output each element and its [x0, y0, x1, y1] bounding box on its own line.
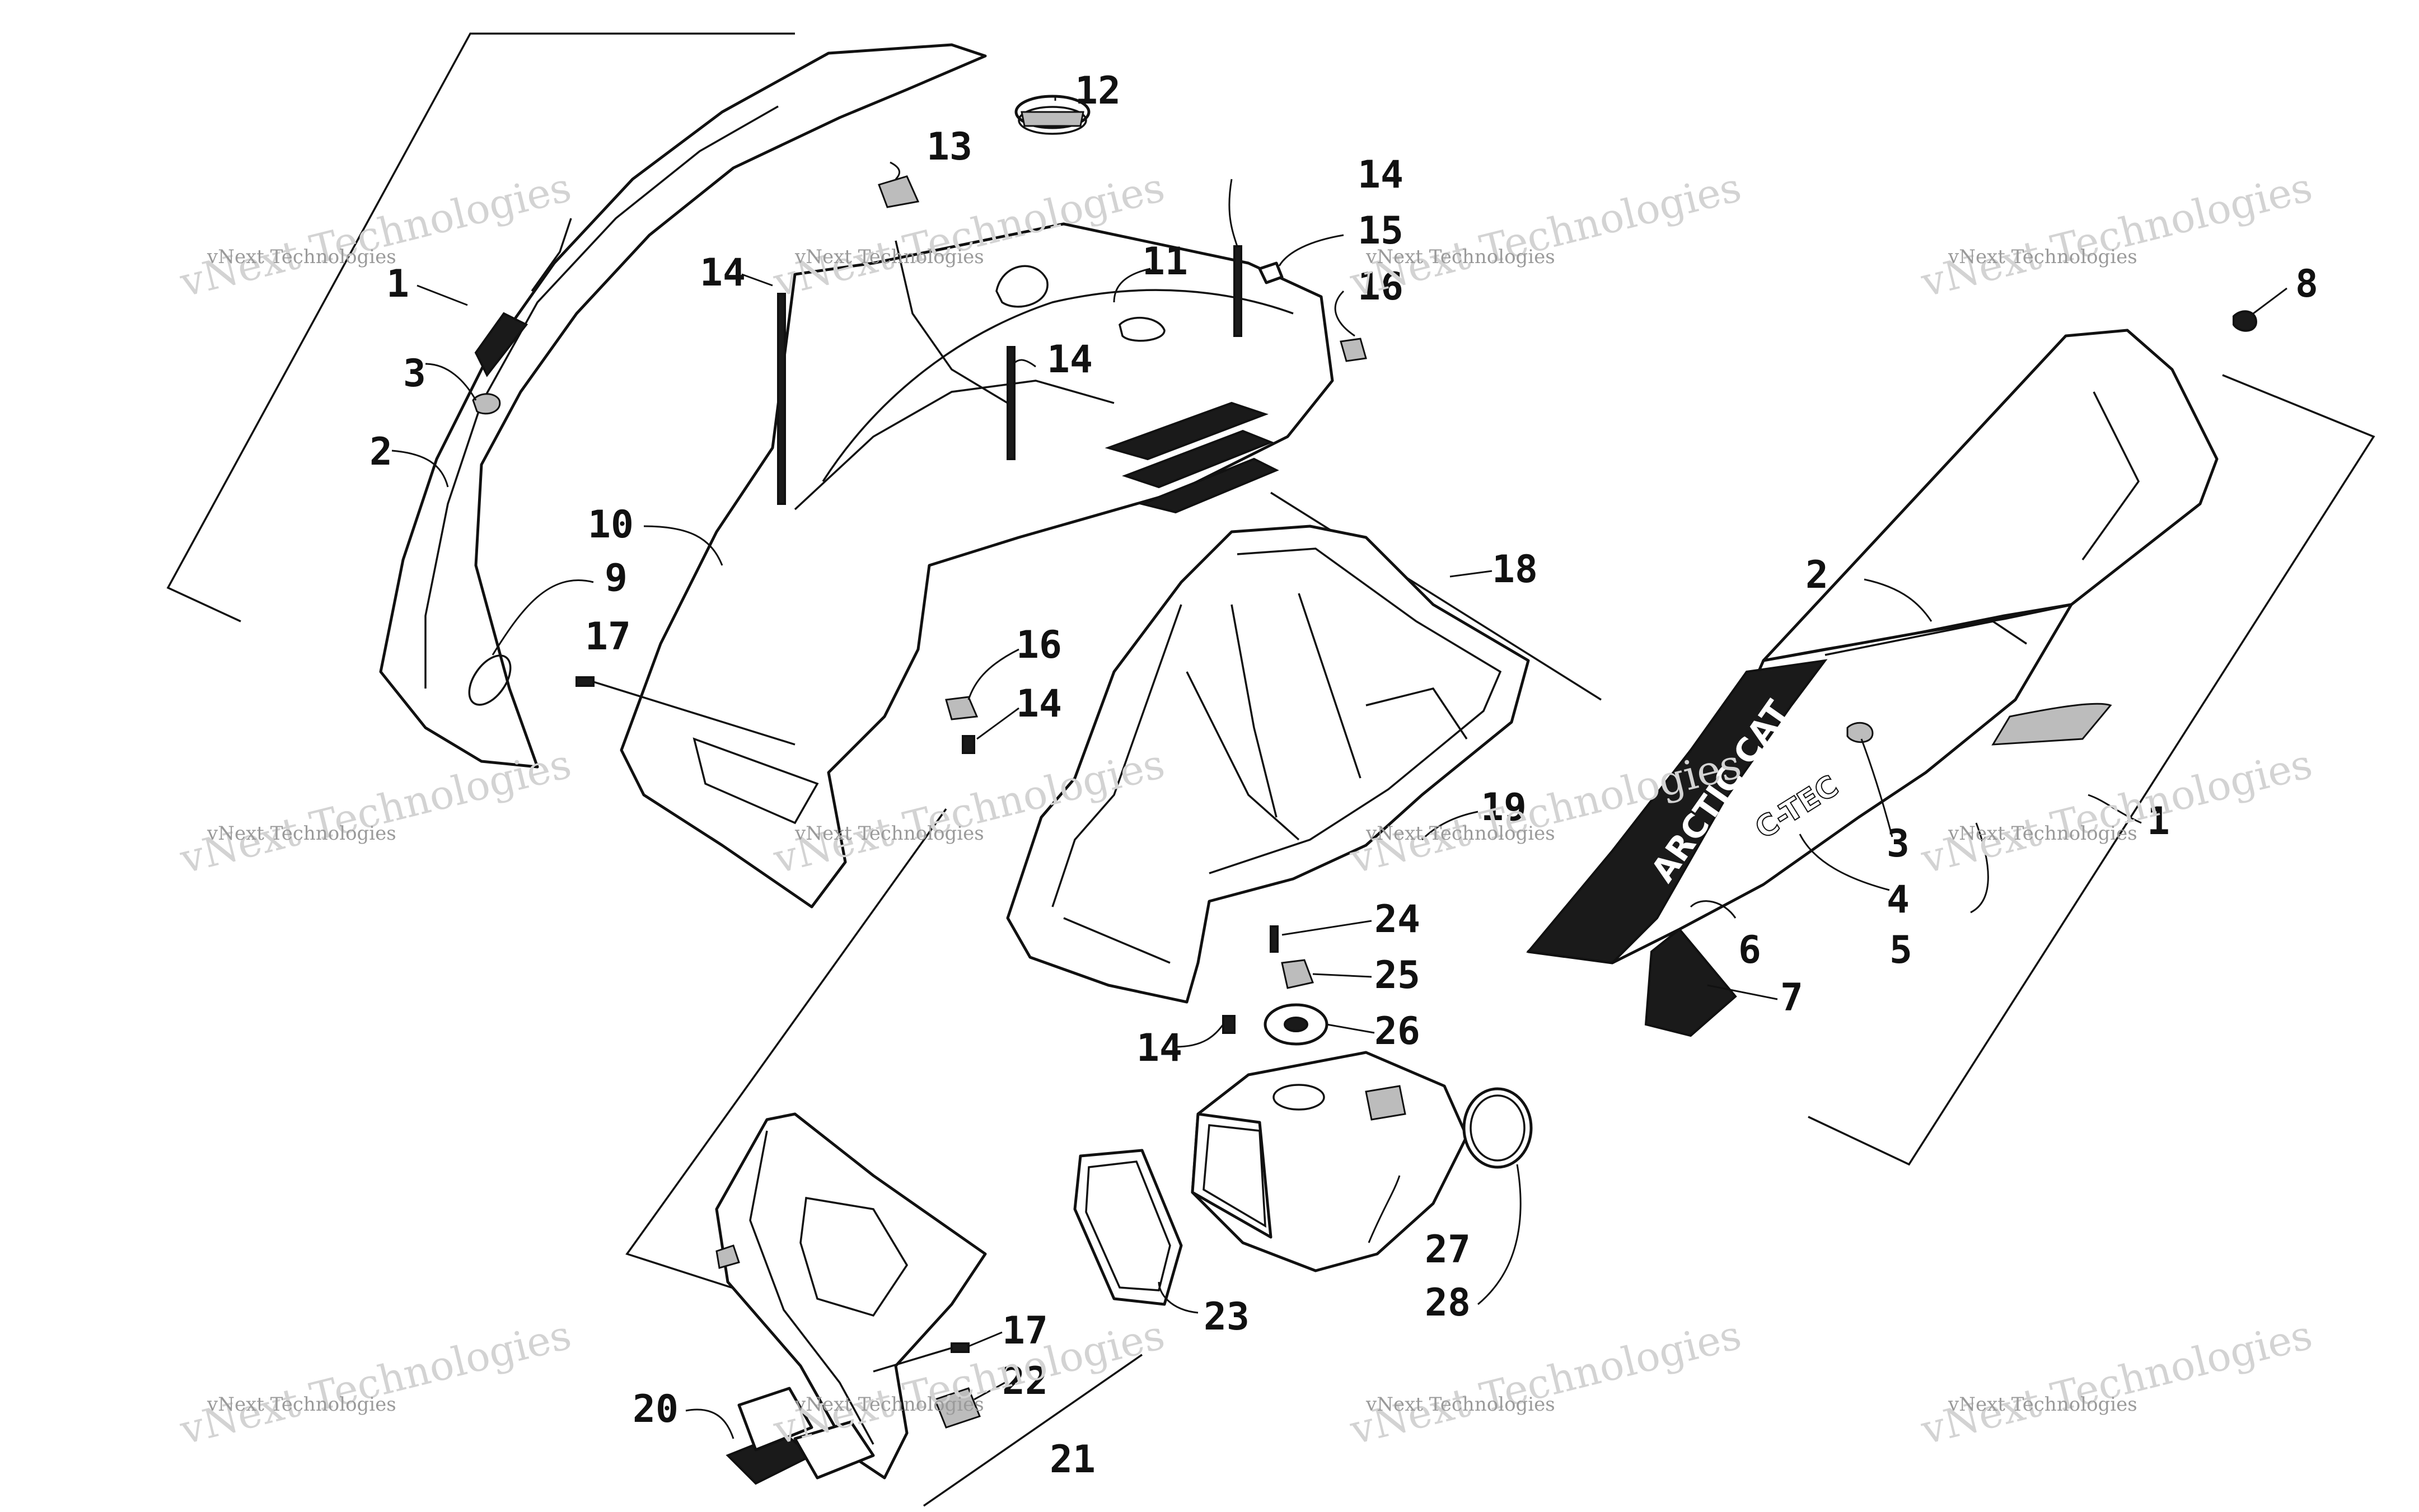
tag-13 — [878, 175, 920, 208]
plug-3 — [1846, 722, 1874, 743]
watermark-large: vNext Technologies — [175, 163, 575, 306]
callout-20: 20 — [633, 1387, 679, 1431]
screw-14a — [777, 293, 786, 505]
callout-23: 23 — [1204, 1295, 1250, 1339]
lower-nose-assembly — [715, 1112, 987, 1485]
watermark-small: vNext Technologies — [1365, 822, 1555, 845]
screw-14d — [962, 735, 975, 754]
watermark-large: vNext Technologies — [1916, 163, 2317, 306]
watermark-large: vNext Technologies — [1916, 1311, 2317, 1454]
watermark-small: vNext Technologies — [1365, 1393, 1555, 1416]
callout-8: 8 — [2295, 262, 2318, 306]
callout-3-left: 3 — [403, 352, 426, 396]
callout-9: 9 — [605, 556, 628, 600]
bracket-right-side-panel — [1808, 374, 2375, 1166]
callout-27: 27 — [1425, 1228, 1471, 1272]
watermark-small: vNext Technologies — [1948, 246, 2137, 268]
watermark-small: vNext Technologies — [207, 246, 396, 268]
callout-25: 25 — [1374, 953, 1420, 998]
callout-3-right: 3 — [1887, 822, 1910, 866]
callout-14-left: 14 — [700, 251, 746, 295]
assembly-brackets — [166, 32, 2375, 1507]
callout-14-lower: 14 — [1136, 1026, 1182, 1070]
pin-17b — [951, 1342, 970, 1353]
decal-22 — [934, 1387, 981, 1429]
callout-11: 11 — [1142, 240, 1188, 284]
watermark-large: vNext Technologies — [1345, 163, 1746, 306]
clip-16a — [1340, 338, 1367, 362]
callout-14-center: 14 — [1047, 338, 1093, 382]
callout-14-mid: 14 — [1016, 682, 1062, 726]
watermark-small: vNext Technologies — [794, 822, 984, 845]
pin-17a — [575, 676, 595, 687]
clip-16b — [945, 696, 979, 720]
callout-2-left: 2 — [369, 430, 392, 474]
left-side-panel — [379, 43, 987, 769]
watermark-small: vNext Technologies — [207, 822, 396, 845]
callout-16-upper: 16 — [1358, 265, 1403, 309]
rivet-8 — [2233, 310, 2258, 332]
watermark-small: vNext Technologies — [1948, 822, 2137, 845]
watermark-small: vNext Technologies — [207, 1393, 396, 1416]
callout-26: 26 — [1374, 1009, 1420, 1054]
screw-14e — [1222, 1015, 1236, 1034]
watermark-large: vNext Technologies — [1916, 740, 2317, 883]
leader-lines — [391, 95, 2287, 1439]
screw-24 — [1270, 925, 1279, 953]
callout-7: 7 — [1780, 976, 1803, 1020]
air-box — [1006, 525, 1530, 1004]
watermark-small: vNext Technologies — [1365, 246, 1555, 268]
callout-5: 5 — [1889, 928, 1912, 972]
callout-2-right: 2 — [1805, 553, 1828, 597]
callout-12: 12 — [1075, 69, 1121, 113]
callout-1-left: 1 — [386, 262, 409, 306]
clip-15 — [1258, 261, 1284, 284]
callout-24: 24 — [1374, 897, 1420, 942]
pin-17a-line — [593, 681, 796, 746]
hood-front-nose — [620, 222, 1334, 909]
watermark-large: vNext Technologies — [175, 1311, 575, 1454]
bracket-air-box — [1270, 491, 1602, 701]
callout-21: 21 — [1050, 1438, 1096, 1482]
watermark-large: vNext Technologies — [1345, 1311, 1746, 1454]
watermark-large: vNext Technologies — [175, 740, 575, 883]
screw-14c — [1007, 346, 1016, 460]
seal-23 — [1073, 1149, 1183, 1306]
watermark-small: vNext Technologies — [794, 246, 984, 268]
bracket-bottom-latch — [923, 1354, 1143, 1507]
fasteners — [575, 245, 2258, 1034]
watermark-small: vNext Technologies — [794, 1393, 984, 1416]
intake-assembly — [1073, 925, 1533, 1306]
callout-15: 15 — [1358, 209, 1403, 253]
callout-6: 6 — [1738, 928, 1761, 972]
callout-labels: 1 2 3 9 10 17 12 13 14 11 14 14 15 16 8 … — [369, 69, 2318, 1482]
screw-14b — [1233, 245, 1242, 337]
callout-18: 18 — [1492, 547, 1538, 592]
callout-1-right: 1 — [2147, 799, 2170, 844]
watermark-small: vNext Technologies — [1948, 1393, 2137, 1416]
callout-22: 22 — [1002, 1359, 1048, 1403]
callout-17-upper: 17 — [585, 615, 631, 659]
callout-14-top-right: 14 — [1358, 153, 1403, 197]
bracket-left-side-panel — [166, 32, 795, 622]
callout-4: 4 — [1887, 878, 1910, 922]
clip-25 — [1281, 959, 1314, 989]
callout-10: 10 — [588, 503, 634, 547]
callout-17-lower: 17 — [1002, 1309, 1048, 1353]
callout-13: 13 — [927, 125, 972, 169]
callout-28: 28 — [1425, 1281, 1471, 1325]
clamp-28 — [1462, 1087, 1533, 1169]
decal-4 — [1991, 703, 2112, 746]
callout-16-lower: 16 — [1016, 623, 1062, 667]
right-side-panel: ARCTIC CAT C-TEC — [1526, 329, 2219, 1037]
callout-19: 19 — [1481, 785, 1527, 830]
grommet-12 — [1014, 95, 1091, 135]
